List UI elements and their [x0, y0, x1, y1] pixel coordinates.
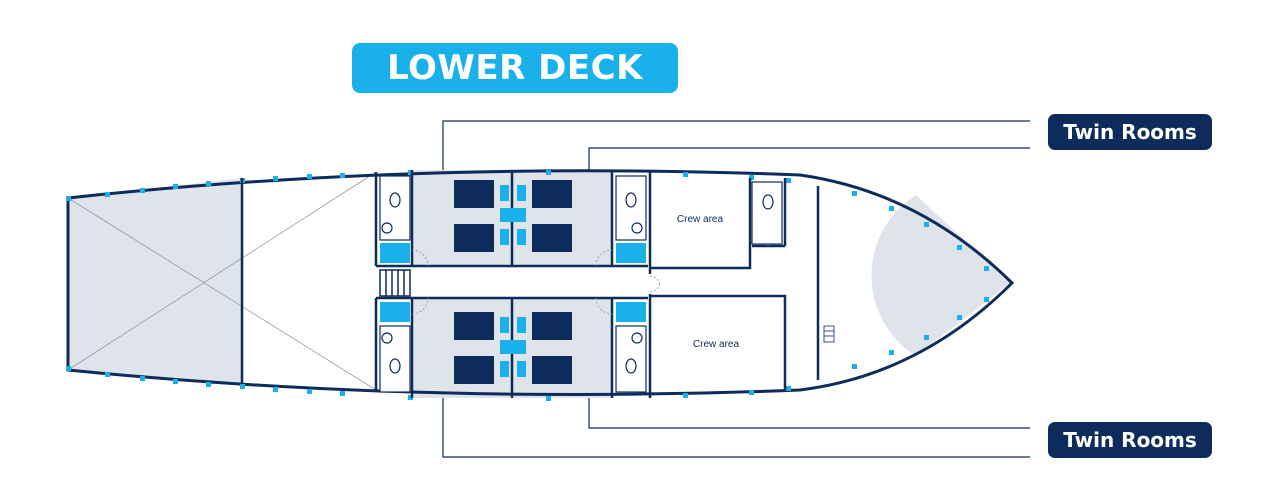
bed [454, 180, 494, 208]
pillows-and-tables [380, 185, 646, 377]
crew-area-top-label: Crew area [677, 214, 724, 225]
bed [454, 312, 494, 340]
wardrobe [616, 302, 646, 322]
bed [454, 356, 494, 384]
hull-studs [66, 170, 989, 401]
sink-icon [381, 222, 393, 234]
bow-area [871, 195, 1010, 356]
bed [454, 224, 494, 252]
stairs [379, 269, 411, 297]
wardrobe [616, 243, 646, 263]
wardrobe [380, 243, 410, 263]
twin-rooms-top-label: Twin Rooms [1048, 114, 1212, 150]
ladder [823, 325, 835, 343]
toilet-icon [389, 192, 401, 208]
bed [532, 180, 572, 208]
bathroom-fixtures [379, 175, 783, 393]
toilet-icon [625, 192, 637, 208]
sink-icon [381, 332, 393, 344]
beds [454, 180, 572, 384]
crew-area-bottom-label: Crew area [693, 339, 740, 350]
toilet-icon [389, 358, 401, 374]
sink-icon [631, 222, 643, 234]
bed [532, 224, 572, 252]
twin-rooms-bottom-label: Twin Rooms [1048, 422, 1212, 458]
stern-cross-lines [67, 171, 377, 391]
toilet-icon [625, 358, 637, 374]
wardrobe [380, 302, 410, 322]
callout-lines [442, 120, 1030, 458]
deck-title: LOWER DECK [352, 43, 678, 93]
shaded-areas [68, 170, 1010, 398]
bed [532, 356, 572, 384]
hull-outline [66, 169, 1015, 396]
stern-area [68, 178, 242, 384]
toilet-icon [762, 194, 774, 210]
sink-icon [631, 332, 643, 344]
bed [532, 312, 572, 340]
interior-walls [240, 170, 820, 398]
